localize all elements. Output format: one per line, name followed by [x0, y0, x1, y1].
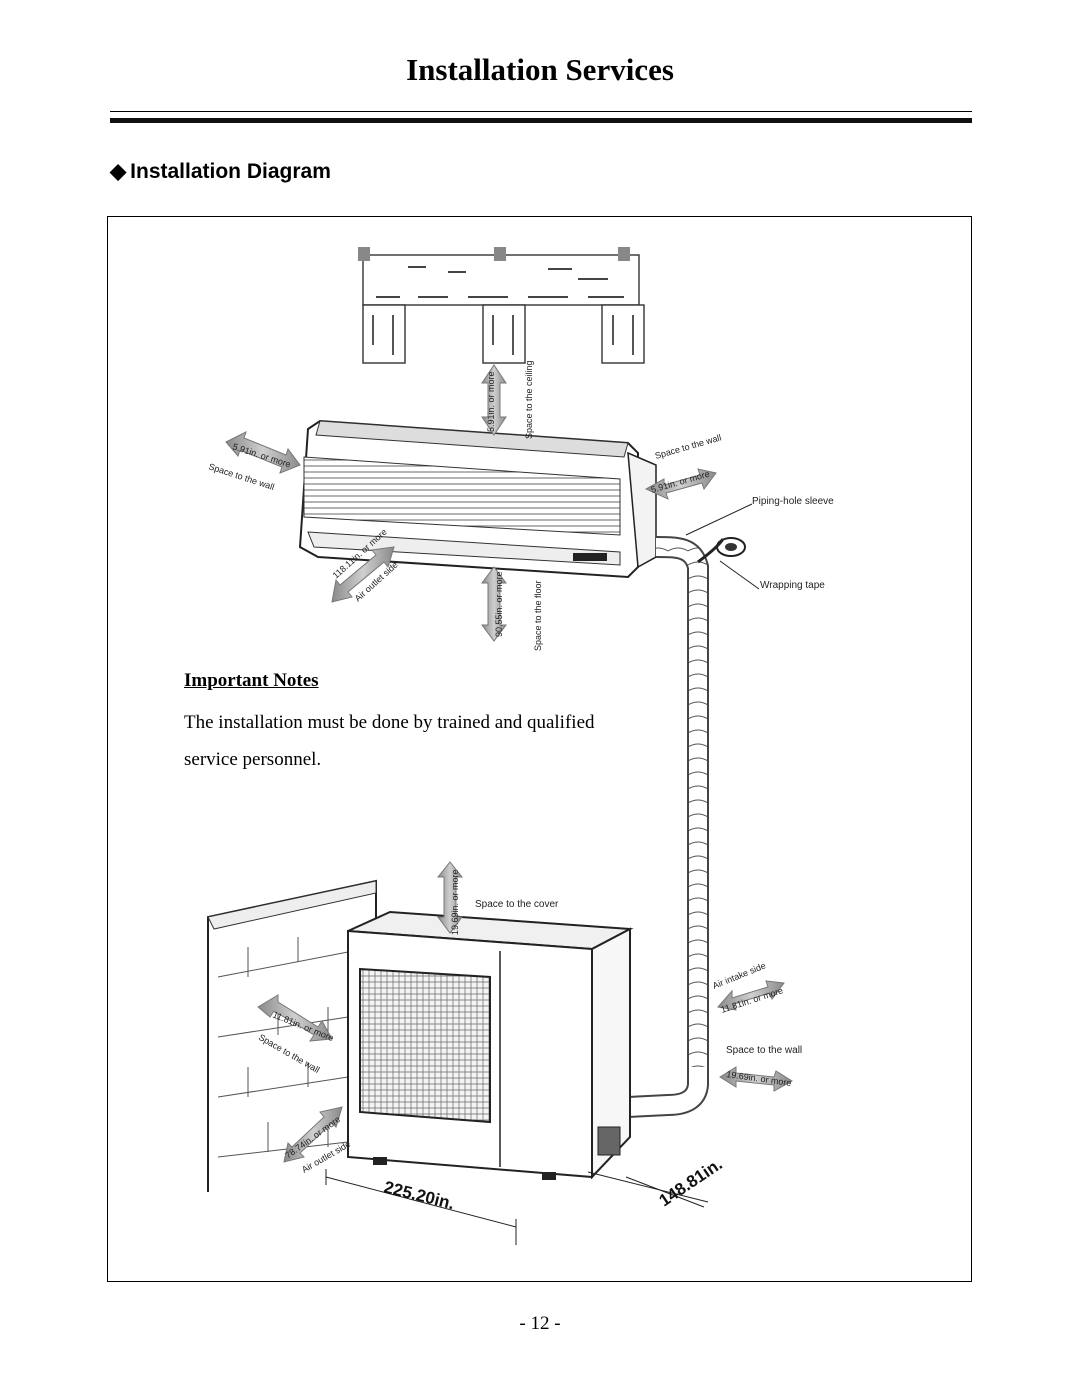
right-wall-label-text: Space to the wall: [654, 432, 723, 461]
header-rule-thin: [110, 111, 972, 112]
intake-label-text: Air intake side: [711, 960, 767, 990]
floor-distance-text: 90.55in. or more: [494, 571, 504, 637]
piping-sleeve-leader: [685, 503, 753, 536]
page-title: Installation Services: [406, 52, 674, 87]
section-heading: ◆Installation Diagram: [110, 159, 331, 184]
indoor-unit: [298, 419, 657, 579]
side-wall-clearance-arrow: [719, 1066, 793, 1092]
mounting-plate: [358, 247, 645, 364]
width-dimension-line: [325, 1169, 517, 1245]
back-wall-clearance-arrow: [257, 994, 333, 1042]
cover-clearance-arrow: [436, 861, 464, 934]
floor-clearance-arrow: [481, 566, 507, 642]
side-wall-label-text: Space to the wall: [726, 1045, 802, 1056]
wrapping-tape-text: Wrapping tape: [760, 580, 825, 591]
back-wall: [207, 879, 377, 1192]
piping-line: [627, 536, 746, 1118]
outdoor-unit: [347, 910, 634, 1180]
diamond-bullet-icon: ◆: [110, 160, 127, 183]
important-notes-title: Important Notes: [184, 670, 319, 691]
cover-distance-text: 19.69in. or more: [450, 869, 460, 935]
wrapping-tape-leader: [719, 560, 760, 590]
depth-dimension-line: [587, 1171, 709, 1208]
page-number: - 12 -: [519, 1313, 561, 1334]
section-heading-text: Installation Diagram: [130, 160, 331, 183]
width-dimension-text: 225.20in.: [382, 1177, 456, 1213]
header-rule-thick: [110, 118, 972, 123]
ceiling-label-text: Space to the ceiling: [524, 360, 534, 439]
outdoor-outlet-clearance-arrow: [283, 1106, 343, 1163]
floor-label-text: Space to the floor: [533, 580, 543, 651]
piping-sleeve-text: Piping-hole sleeve: [752, 496, 834, 507]
cover-label-text: Space to the cover: [475, 899, 559, 910]
right-wall-clearance-arrow: [644, 468, 717, 500]
important-notes-body: The installation must be done by trained…: [184, 712, 595, 770]
installation-diagram: 5.91in. or more Space to the ceiling 5.9…: [107, 216, 972, 1282]
left-wall-clearance-arrow: [225, 431, 301, 474]
outlet-clearance-arrow: [331, 546, 395, 603]
intake-clearance-arrow: [717, 980, 785, 1011]
ceiling-distance-text: 5.91in. or more: [486, 371, 496, 432]
left-wall-label-text: Space to the wall: [207, 461, 275, 492]
ceiling-clearance-arrow: [481, 364, 507, 436]
